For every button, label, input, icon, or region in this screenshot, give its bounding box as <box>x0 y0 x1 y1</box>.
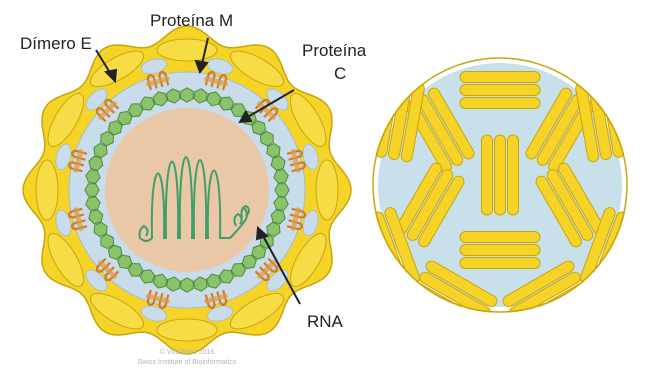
credit-line-2: Swiss Institute of Bioinformatics <box>138 359 237 366</box>
e-protein-dimer <box>508 135 519 215</box>
label-protein-m: Proteína M <box>150 11 233 30</box>
capsid-subunit <box>261 131 274 145</box>
capsid-subunit <box>101 234 114 248</box>
e-protein-raft <box>482 135 519 215</box>
capsid-subunit <box>128 104 142 117</box>
capsid-subunit <box>275 184 289 196</box>
virion-exterior-view <box>359 58 641 331</box>
e-protein-dimer <box>482 135 493 215</box>
capsid-subunit <box>85 184 99 196</box>
label-rna: RNA <box>307 312 344 331</box>
e-protein-dimer <box>460 232 540 243</box>
e-protein-dimer <box>460 85 540 96</box>
capsid-subunit <box>181 88 193 102</box>
e-protein-raft <box>460 72 540 109</box>
label-protein-c-line2: C <box>334 64 346 83</box>
credit-line-1: © ViralZone 2016 <box>160 348 215 356</box>
e-protein-dimer <box>495 135 506 215</box>
e-protein-raft <box>460 232 540 269</box>
capsid-subunit <box>181 278 193 292</box>
e-protein-dimer <box>460 72 540 83</box>
e-protein-dimer <box>460 245 540 256</box>
label-protein-c-line1: Proteína <box>302 41 367 60</box>
dimer-e-lobe <box>157 319 217 341</box>
e-protein-dimer <box>460 98 540 109</box>
dimer-e-lobe <box>36 160 58 220</box>
nucleocapsid-core <box>105 108 269 272</box>
label-dimer-e: Dímero E <box>20 34 92 53</box>
capsid-subunit <box>231 264 245 277</box>
e-protein-dimer <box>460 258 540 269</box>
virion-cross-section <box>23 26 351 354</box>
dimer-e-lobe <box>316 160 338 220</box>
